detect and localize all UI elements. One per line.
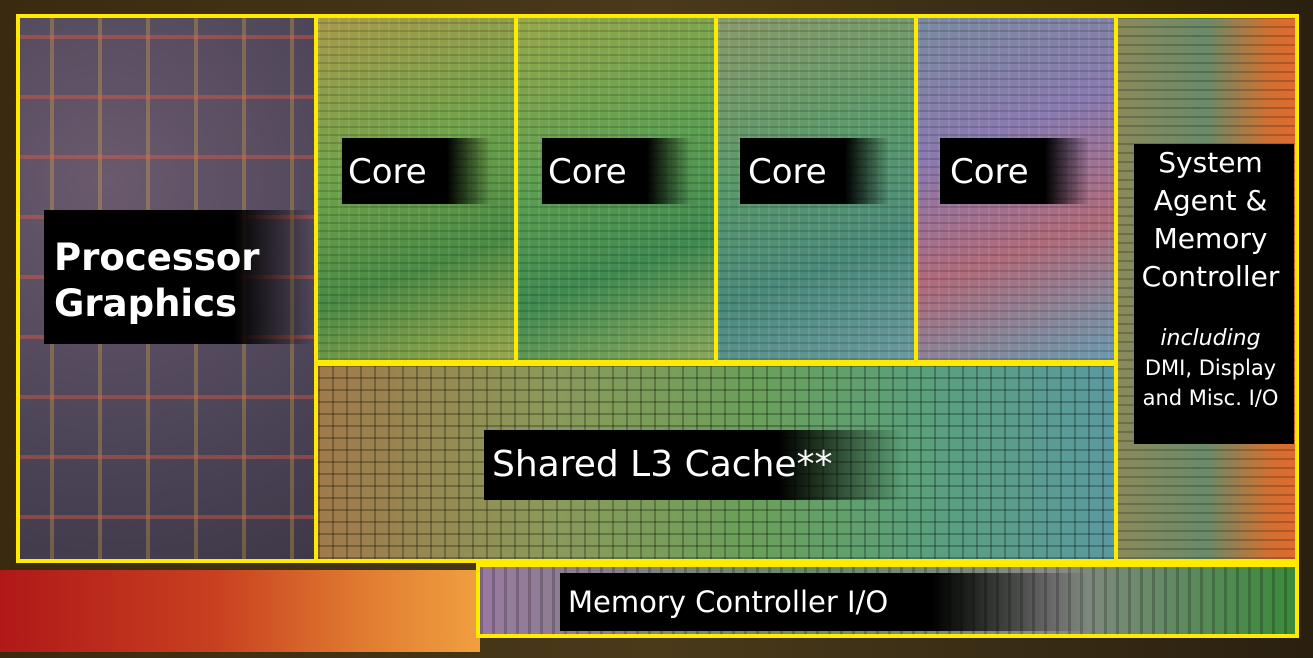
system-agent-label-box — [1134, 144, 1294, 444]
core-label-box-1 — [342, 138, 492, 204]
l3-cache-label: Shared L3 Cache** — [492, 444, 833, 485]
processor-graphics-label-line-2: Graphics — [54, 282, 238, 325]
memory-controller-io-label: Memory Controller I/O — [568, 585, 889, 619]
system-agent-including-label: including — [1160, 326, 1261, 351]
core-label-2: Core — [548, 152, 627, 192]
system-agent-details-line-1: DMI, Display — [1144, 356, 1277, 380]
core-label-box-3 — [740, 138, 890, 204]
memory-controller-io-region: Memory Controller I/O — [476, 563, 1299, 638]
system-agent-label-line-4: Controller — [1141, 260, 1280, 293]
core-region-1: Core — [314, 14, 518, 364]
core-label-box-4 — [940, 138, 1090, 204]
core-label-1: Core — [348, 152, 427, 192]
core-label-box-2 — [542, 138, 692, 204]
processor-graphics-label-box — [44, 210, 314, 344]
core-region-2: Core — [514, 14, 718, 364]
l3-cache-label-box — [484, 430, 904, 500]
system-agent-label-line-2: Agent & — [1153, 184, 1268, 217]
core-label-3: Core — [748, 152, 827, 192]
core-label-4: Core — [950, 152, 1029, 192]
system-agent-label-line-3: Memory — [1153, 222, 1268, 255]
die-edge-pad-strip — [0, 570, 480, 652]
memory-controller-io-label-box — [560, 573, 1090, 631]
system-agent-label-line-1: System — [1158, 146, 1263, 179]
l3-cache-region: Shared L3 Cache** — [314, 362, 1118, 563]
processor-graphics-region: Processor Graphics — [16, 14, 318, 563]
core-region-3: Core — [714, 14, 918, 364]
processor-graphics-label-line-1: Processor — [54, 236, 260, 279]
system-agent-region: System Agent & Memory Controller includi… — [1114, 14, 1299, 563]
core-region-4: Core — [914, 14, 1118, 364]
system-agent-details-line-2: and Misc. I/O — [1142, 386, 1279, 410]
